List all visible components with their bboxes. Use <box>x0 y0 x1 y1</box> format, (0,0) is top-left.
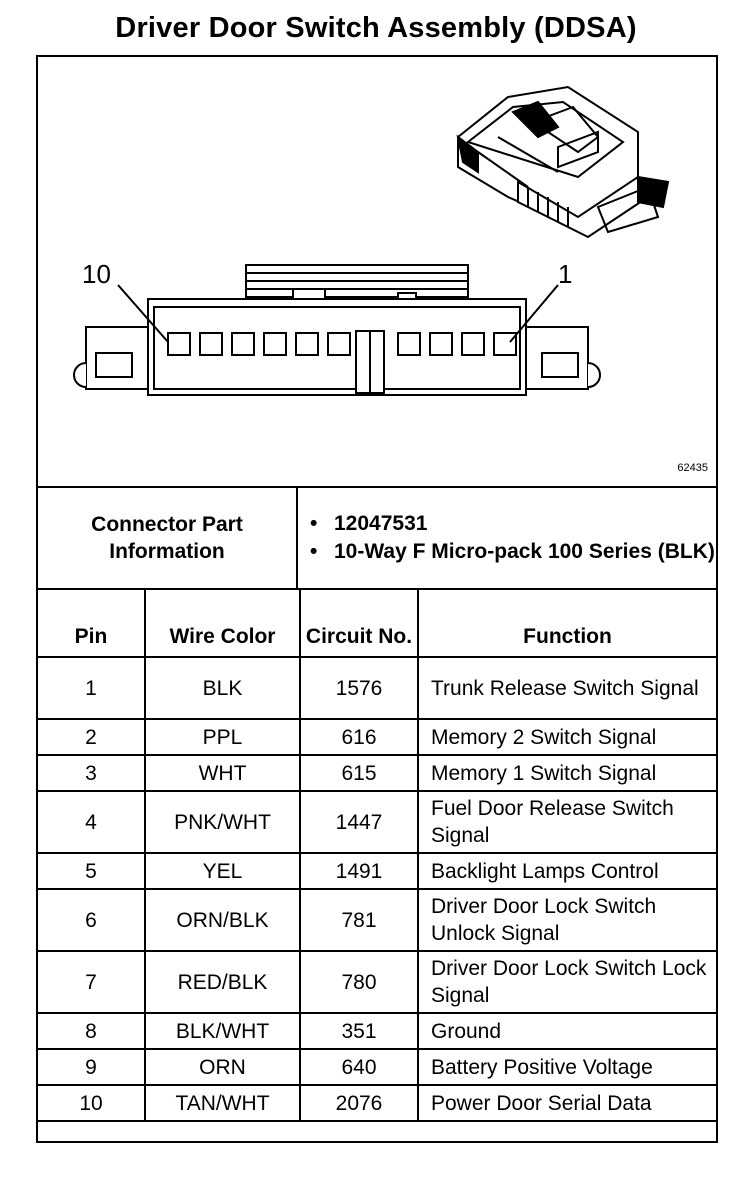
pin-cell: 7 <box>36 950 146 1014</box>
page-title: Driver Door Switch Assembly (DDSA) <box>115 12 637 44</box>
circuit-cell: 1491 <box>299 852 419 890</box>
function-cell: Ground <box>417 1012 718 1050</box>
circuit-cell: 1447 <box>299 790 419 854</box>
wire-color-cell: RED/BLK <box>144 950 301 1014</box>
wire-color-cell: ORN/BLK <box>144 888 301 952</box>
table-header-row: Pin Wire Color Circuit No. Function <box>36 588 718 658</box>
wire-color-cell: PPL <box>144 718 301 756</box>
circuit-cell: 616 <box>299 718 419 756</box>
header-wire-color: Wire Color <box>144 588 301 658</box>
pin-label-1: 1 <box>558 259 572 289</box>
header-pin: Pin <box>36 588 146 658</box>
part-number: •12047531 <box>310 512 428 535</box>
pin-cell: 5 <box>36 852 146 890</box>
function-cell: Power Door Serial Data <box>417 1084 718 1122</box>
pin-cell: 8 <box>36 1012 146 1050</box>
header-circuit-no: Circuit No. <box>299 588 419 658</box>
wire-color-cell: YEL <box>144 852 301 890</box>
pin-cell: 1 <box>36 656 146 720</box>
connector-info-table: Connector Part Information •12047531 •10… <box>36 486 718 590</box>
pin-cell: 9 <box>36 1048 146 1086</box>
wire-color-cell: BLK <box>144 656 301 720</box>
function-cell: Backlight Lamps Control <box>417 852 718 890</box>
circuit-cell: 640 <box>299 1048 419 1086</box>
wire-color-cell: WHT <box>144 754 301 792</box>
connector-front-view <box>73 264 601 396</box>
function-cell: Fuel Door Release Switch Signal <box>417 790 718 854</box>
connector-info-values: •12047531 •10-Way F Micro-pack 100 Serie… <box>296 486 718 590</box>
wire-color-cell: BLK/WHT <box>144 1012 301 1050</box>
function-cell: Driver Door Lock Switch Lock Signal <box>417 950 718 1014</box>
pin-cell: 3 <box>36 754 146 792</box>
circuit-cell: 351 <box>299 1012 419 1050</box>
wire-color-cell: PNK/WHT <box>144 790 301 854</box>
pin-cell: 10 <box>36 1084 146 1122</box>
wire-color-cell: ORN <box>144 1048 301 1086</box>
pin-cell: 6 <box>36 888 146 952</box>
connector-3d-illustration <box>456 85 670 239</box>
figure-id: 62435 <box>677 462 708 474</box>
circuit-cell: 781 <box>299 888 419 952</box>
wire-color-cell: TAN/WHT <box>144 1084 301 1122</box>
function-cell: Memory 1 Switch Signal <box>417 754 718 792</box>
pin-label-10: 10 <box>82 259 111 289</box>
circuit-cell: 780 <box>299 950 419 1014</box>
circuit-cell: 615 <box>299 754 419 792</box>
connector-info-label: Connector Part Information <box>36 486 298 590</box>
function-cell: Battery Positive Voltage <box>417 1048 718 1086</box>
function-cell: Trunk Release Switch Signal <box>417 656 718 720</box>
connector-diagram: 10 1 <box>73 85 670 396</box>
pin-cell: 4 <box>36 790 146 854</box>
function-cell: Memory 2 Switch Signal <box>417 718 718 756</box>
function-cell: Driver Door Lock Switch Unlock Signal <box>417 888 718 952</box>
circuit-cell: 2076 <box>299 1084 419 1122</box>
pin-cell: 2 <box>36 718 146 756</box>
circuit-cell: 1576 <box>299 656 419 720</box>
header-function: Function <box>417 588 718 658</box>
connector-type: •10-Way F Micro-pack 100 Series (BLK) <box>310 540 715 563</box>
